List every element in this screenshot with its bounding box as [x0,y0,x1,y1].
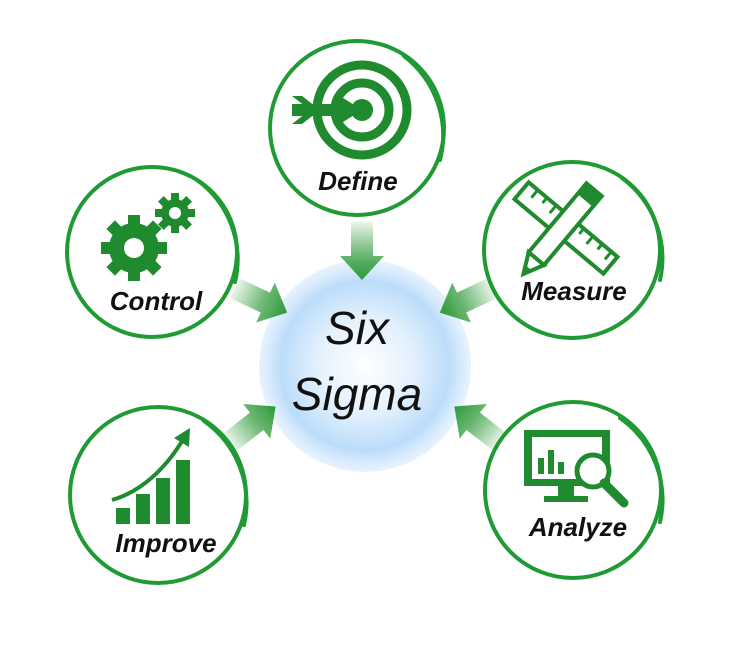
phase-label-define: Define [318,166,397,196]
core-label-line1: Six [325,302,391,354]
arrow-analyze [454,403,507,451]
phase-control: Control [65,165,240,339]
arrow-improve [223,403,276,451]
phase-label-analyze: Analyze [528,512,627,542]
phase-label-improve: Improve [115,528,216,558]
arrow-control [229,278,288,323]
phase-improve: Improve [68,405,249,585]
core-label-line2: Sigma [292,368,422,420]
arrow-define [340,222,384,280]
phase-label-measure: Measure [521,276,627,306]
phase-analyze: Analyze [483,400,665,580]
gears-icon [101,193,195,281]
phase-define: Define [268,39,446,217]
core-circle: Six Sigma [259,260,471,472]
phase-measure: Measure [482,160,665,340]
phase-label-control: Control [110,286,203,316]
growth-chart-icon [111,428,190,524]
ruler-pencil-icon [511,179,621,278]
target-icon [292,60,412,160]
arrow-measure [439,278,498,323]
monitor-magnifier-icon [524,430,629,508]
